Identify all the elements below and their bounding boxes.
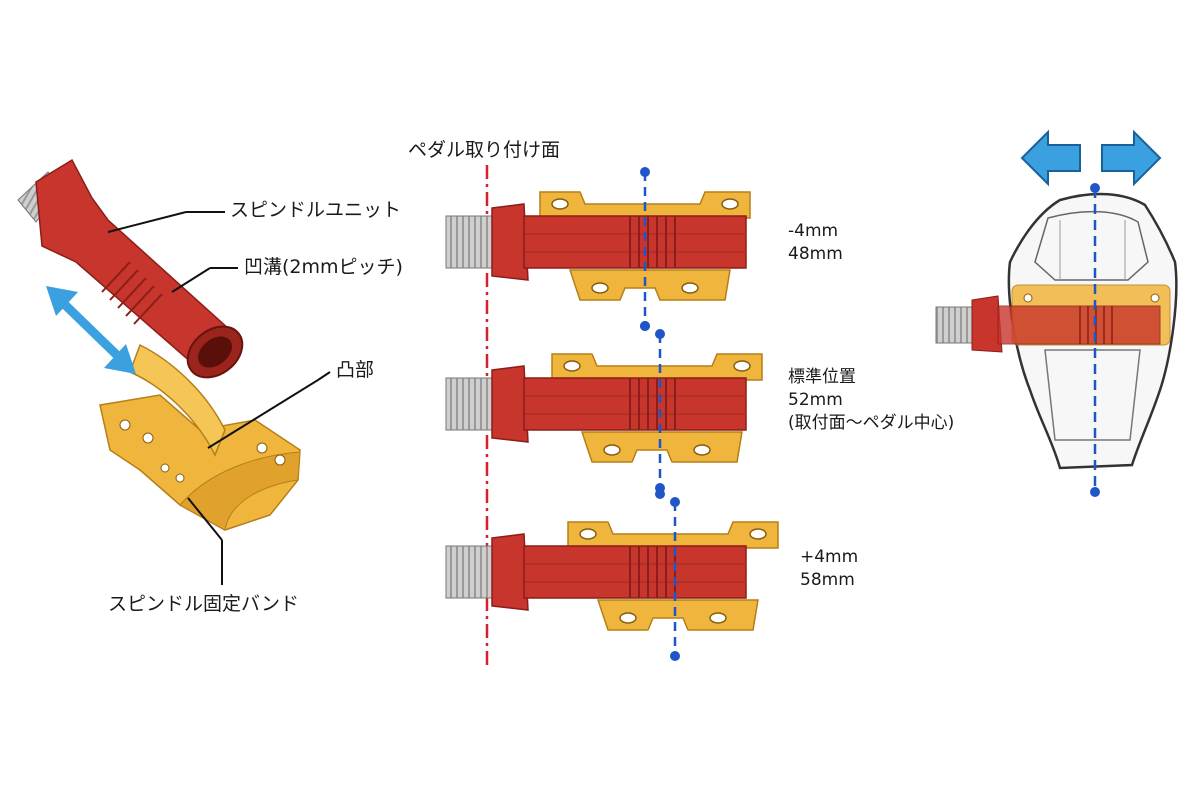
position-plus-distance: 58mm [800,570,855,590]
label-fixing-band: スピンドル固定バンド [108,593,299,615]
position-minus-offset: -4mm [788,221,839,241]
axis-dot-previous [640,321,650,331]
spindle-body [523,215,747,269]
band-hole [619,612,637,624]
position-plus-label: +4mm 58mm [800,546,858,592]
position-standard-distance: 52mm [788,390,843,410]
position-diagram-standard [445,321,763,493]
arrow-left-icon [1020,129,1081,187]
position-minus-distance: 48mm [788,244,843,264]
position-standard-label: 標準位置 52mm (取付面～ペダル中心) [788,366,954,435]
axis-dot-bottom [670,651,680,661]
leader-groove [171,267,211,293]
label-spindle-unit: スピンドルユニット [230,199,402,221]
band-hole [709,612,727,624]
spindle-head [491,203,529,281]
leader-fixing-band [187,497,223,541]
band-hole [749,528,767,540]
axis-dot-top [655,329,665,339]
spindle-head [491,533,529,611]
spindle-head [491,365,529,443]
band-hole [693,444,711,456]
band-hole [563,360,581,372]
spindle-thread [445,215,495,269]
spindle-body [523,545,747,599]
label-protrusion: 凸部 [336,359,375,381]
band-hole [603,444,621,456]
leader-protrusion [207,379,319,449]
position-standard-offset: 標準位置 [788,367,856,387]
spindle-thread [445,545,495,599]
double-headed-arrow-icon [46,286,136,374]
band-hole [591,282,609,294]
axis-dot-top [640,167,650,177]
pedal-top-view [935,183,1178,497]
label-groove: 凹溝(2mmピッチ) [244,256,403,278]
spindle-assembly-3d [17,158,301,531]
band-hole [733,360,751,372]
axis-dot-previous [655,489,665,499]
label-mount-face: ペダル取り付け面 [408,139,561,161]
position-diagrams [445,167,779,661]
band-hole [551,198,569,210]
position-diagram-plus [445,489,779,661]
axis-dot-top [670,497,680,507]
band-top-flange [551,353,763,381]
band-hole [681,282,699,294]
position-diagram-minus [445,167,751,331]
arrow-right-icon [1101,129,1162,187]
band-hole [579,528,597,540]
spindle-body [523,377,747,431]
leader-spindle-unit [107,211,187,233]
position-standard-note: (取付面～ペダル中心) [788,413,955,433]
spindle-thread [445,377,495,431]
band-top-flange [567,521,779,549]
spindle-unit-3d [17,158,244,379]
fixing-band-3d [99,343,301,531]
position-plus-offset: +4mm [800,547,859,567]
band-hole [721,198,739,210]
position-minus-label: -4mm 48mm [788,220,843,266]
